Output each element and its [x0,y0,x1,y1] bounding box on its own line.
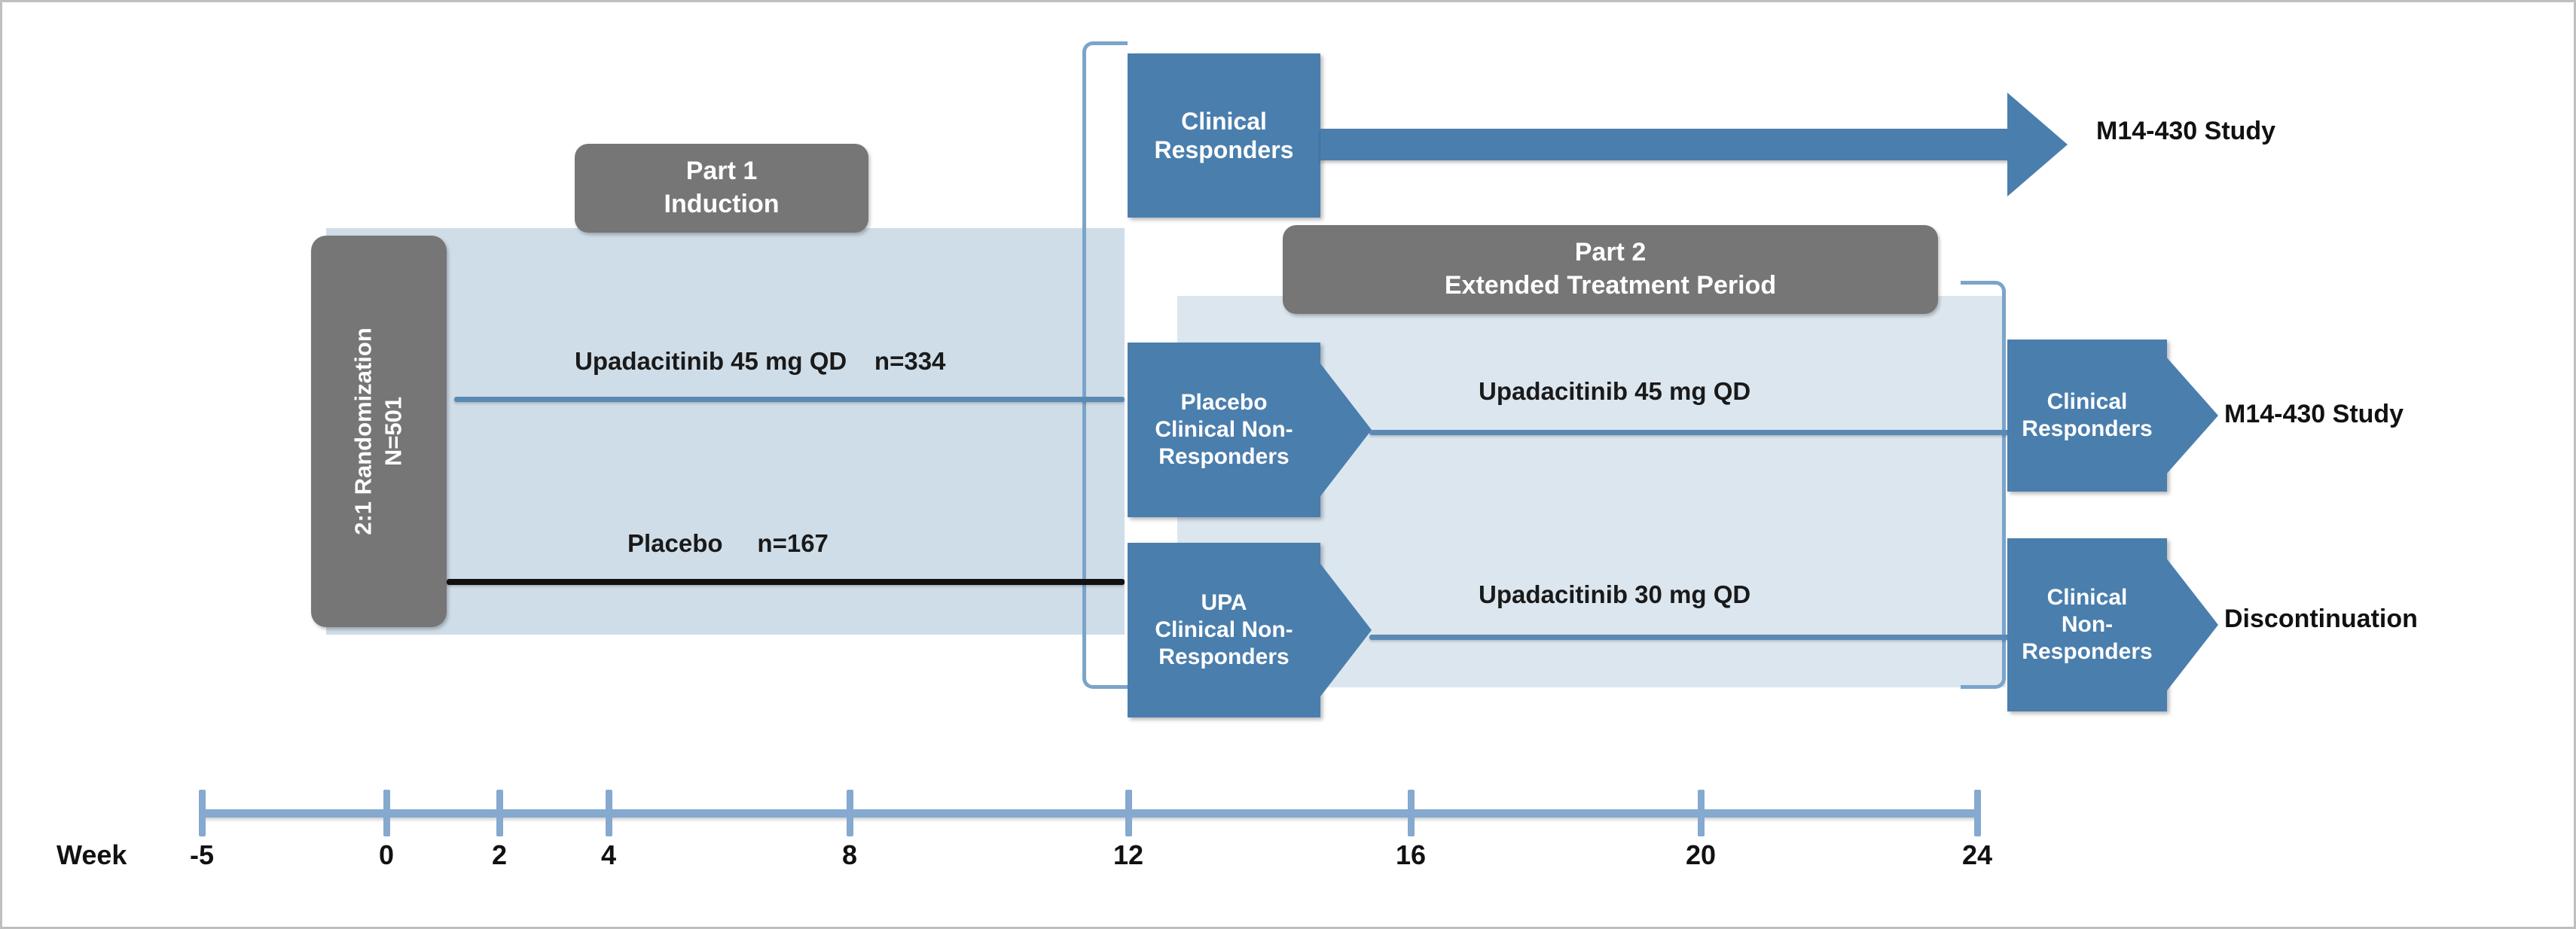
week-tick-label-24: 24 [1961,839,1993,870]
part1-placebo-arm-line [447,579,1125,585]
week-tick-label--5: -5 [189,839,215,870]
clinical-non-responders-week24-line1: Clinical [2046,585,2128,610]
week12-bracket [1082,41,1128,689]
part1-title: Part 1 [685,157,758,186]
week-tick-label-20: 20 [1685,839,1717,870]
part2-upa30-arm-line [1369,635,2013,640]
part1-upa-arm-line [454,397,1125,402]
clinical-non-responders-week24-line3: Responders [2022,639,2153,664]
randomization-n-text: N=501 [380,396,407,467]
upa-non-responders-line3: Responders [1158,644,1290,669]
part1-placebo-n-text: n=167 [757,529,829,557]
week-axis-line [202,809,1979,818]
part2-header-box: Part 2 Extended Treatment Period [1283,225,1938,314]
randomization-box: 2:1 Randomization N=501 [311,236,447,627]
clinical-responders-week12-line1: Clinical [1181,107,1267,135]
week-tick-24 [1974,790,1981,836]
randomization-ratio-text: 2:1 Randomization [349,327,377,535]
part2-subtitle: Extended Treatment Period [1444,271,1777,300]
part1-upa-n-text: n=334 [874,347,946,375]
week-tick-20 [1698,790,1705,836]
responders-to-m14430-arrow-head [2007,93,2068,196]
week-tick-2 [496,790,503,836]
week-tick-label-8: 8 [841,839,858,870]
week24-bracket [1961,281,2006,689]
week-tick-label-12: 12 [1113,839,1144,870]
responders-to-m14430-arrow-shaft [1320,129,2013,160]
randomization-label: 2:1 Randomization N=501 [349,327,410,535]
part2-title: Part 2 [1574,238,1647,267]
week-tick--5 [199,790,206,836]
clinical-responders-week12-box: Clinical Responders [1128,53,1320,218]
week-axis-caption: Week [56,839,127,870]
upa-non-responders-line1: UPA [1201,590,1247,615]
clinical-responders-week24-box: Clinical Responders [2007,340,2218,492]
part1-subtitle: Induction [664,190,780,218]
part2-upa45-arm-line [1369,430,2013,435]
placebo-non-responders-line3: Responders [1158,444,1290,469]
placebo-non-responders-line1: Placebo [1180,390,1268,415]
week-tick-label-2: 2 [491,839,508,870]
placebo-non-responders-line2: Clinical Non- [1155,417,1293,442]
part1-upa-drug-text: Upadacitinib 45 mg QD [575,347,847,375]
week-tick-label-16: 16 [1395,839,1427,870]
clinical-responders-week12-line2: Responders [1154,136,1294,163]
part1-upa-arm-label: Upadacitinib 45 mg QD n=334 [575,347,945,376]
outcome-top-label: M14-430 Study [2096,117,2276,145]
week-tick-label-0: 0 [378,839,395,870]
clinical-responders-week24-line2: Responders [2022,416,2153,441]
clinical-non-responders-week24-line2: Non- [2061,612,2114,637]
clinical-responders-week24-line1: Clinical [2046,389,2128,414]
part2-upa45-arm-label: Upadacitinib 45 mg QD [1479,377,1751,405]
upa-clinical-non-responders-box: UPA Clinical Non- Responders [1128,543,1372,717]
part2-upa30-arm-label: Upadacitinib 30 mg QD [1479,580,1751,608]
clinical-responders-week24-chevron-icon [2167,358,2218,474]
clinical-non-responders-week24-box: Clinical Non- Responders [2007,538,2218,711]
week-tick-8 [847,790,853,836]
outcome-middle-label: M14-430 Study [2224,400,2404,428]
placebo-clinical-non-responders-box: Placebo Clinical Non- Responders [1128,343,1372,517]
upa-non-responders-line2: Clinical Non- [1155,617,1293,642]
week-tick-16 [1408,790,1415,836]
week-tick-label-4: 4 [600,839,617,870]
outcome-bottom-label: Discontinuation [2224,605,2418,633]
week-tick-4 [606,790,612,836]
part1-placebo-drug-text: Placebo [627,529,723,557]
part1-header-box: Part 1 Induction [575,144,868,233]
clinical-non-responders-week24-chevron-icon [2167,559,2218,691]
part1-placebo-arm-label: Placebo n=167 [627,529,829,558]
week-tick-12 [1125,790,1132,836]
week-tick-0 [383,790,390,836]
part1-period-panel [326,228,1125,635]
